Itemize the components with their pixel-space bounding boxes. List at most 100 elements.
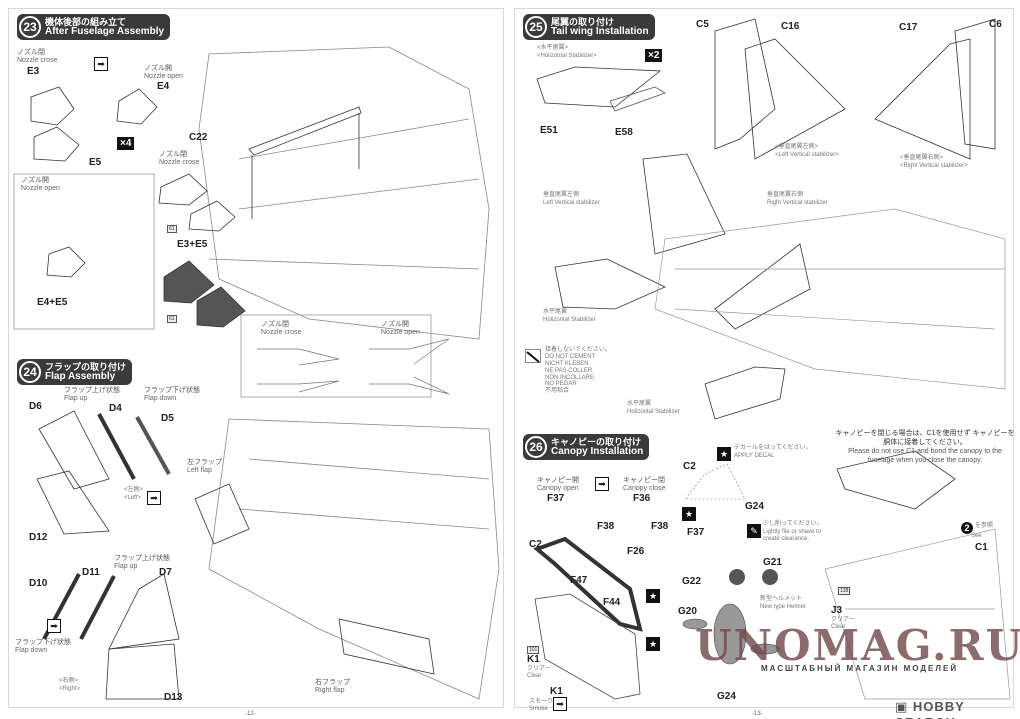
horizontal-stab-header-jp: <水平尾翼> bbox=[537, 45, 569, 51]
mirror-arrow-icon-5: ➡ bbox=[553, 697, 567, 711]
horizontal-stab-label-en: Holizontal Stabilizer bbox=[543, 317, 596, 323]
step-24-number: 24 bbox=[19, 361, 41, 383]
step-24-title-jp: フラップの取り付け bbox=[45, 361, 127, 372]
horizontal-stab-label-en-2: Holizontal Stabilizer bbox=[627, 409, 680, 415]
step-23-title-jp: 機体後部の組み立て bbox=[45, 16, 127, 27]
warning-line-es: NO PEGAR bbox=[545, 381, 577, 388]
nozzle-close-label-jp: ノズル閉 bbox=[17, 49, 45, 56]
mirror-arrow-icon-2: ➡ bbox=[147, 491, 161, 505]
part-f36: F36 bbox=[633, 493, 651, 504]
smoke-label-en: Smoke bbox=[529, 706, 548, 712]
part-e3: E3 bbox=[27, 66, 40, 77]
multiplier-badge-x2: ×2 bbox=[645, 49, 663, 62]
nozzle-open-label-jp: ノズル開 bbox=[144, 65, 172, 72]
horizontal-stab-header-en: <Holizontal Stabilizer> bbox=[537, 53, 597, 59]
part-e5: E5 bbox=[89, 157, 102, 168]
part-e3-e5: E3+E5 bbox=[177, 239, 208, 250]
part-d7: D7 bbox=[159, 567, 172, 578]
part-c17: C17 bbox=[899, 22, 918, 33]
part-d6: D6 bbox=[29, 401, 42, 412]
right-vertical-stab-header-jp: <垂直尾翼右側> bbox=[900, 155, 944, 161]
part-k1-smoke: K1 bbox=[550, 686, 563, 697]
part-g24: G24 bbox=[745, 501, 764, 512]
part-c22: C22 bbox=[189, 132, 208, 143]
warning-line-jp: 接着しないでください。 bbox=[545, 347, 611, 353]
inset-close-en: Nozzle crose bbox=[261, 329, 302, 336]
canopy-open-label-en: Canopy open bbox=[537, 485, 579, 492]
part-g20: G20 bbox=[678, 606, 697, 617]
apply-decal-star-icon-4: ★ bbox=[646, 637, 660, 651]
part-f37: F37 bbox=[547, 493, 565, 504]
canopy-close-note: キャノピーを閉じる場合は、C1を使用せず キャノピーを胴体に接着してください。 … bbox=[835, 429, 1015, 465]
part-j3: J3 bbox=[831, 605, 843, 616]
flap-down-label-en: Flap down bbox=[144, 395, 177, 402]
see-step-jp: を参照 bbox=[975, 523, 994, 529]
part-g22: G22 bbox=[682, 576, 701, 587]
fuselage-line-drawing bbox=[13, 46, 500, 700]
warning-line-it: NON INCOLLARE bbox=[545, 374, 595, 381]
watermark-subtitle: МАСШТАБНЫЙ МАГАЗИН МОДЕЛЕЙ bbox=[761, 664, 959, 673]
warning-line-de: NICHT KLEBEN bbox=[545, 360, 589, 367]
inset-open-en: Nozzle open bbox=[381, 329, 420, 336]
part-d11: D11 bbox=[82, 567, 100, 578]
nozzle-close-label-en-2: Nozzle crose bbox=[159, 159, 200, 166]
clear-label-jp: クリアー bbox=[527, 666, 551, 672]
flap-up-label-jp-2: フラップ上げ状態 bbox=[114, 555, 170, 562]
part-c2-decal: C2 bbox=[683, 461, 696, 472]
step-23-header: 23 機体後部の組み立て After Fuselage Assembly bbox=[17, 14, 171, 40]
hobby-search-brand: ▣ HOBBY SEARCH bbox=[895, 699, 1013, 719]
right-flap-label-en: Right flap bbox=[315, 687, 345, 694]
new-helmet-en: New type Helmet bbox=[760, 604, 806, 610]
do-not-cement-icon bbox=[525, 349, 541, 363]
right-vertical-stab-label-jp: 垂直尾翼右側 bbox=[767, 192, 804, 198]
hobby-search-text: HOBBY SEARCH bbox=[895, 699, 965, 719]
step-26-header: 26 キャノピーの取り付け Canopy Installation bbox=[523, 434, 650, 460]
instruction-page-right: 25 尾翼の取り付け Tail wing Installation <水平尾翼>… bbox=[514, 8, 1020, 719]
part-f37-b: F37 bbox=[687, 527, 705, 538]
part-c16: C16 bbox=[781, 21, 800, 32]
flap-up-label-jp: フラップ上げ状態 bbox=[64, 387, 120, 394]
paint-code-61: 61 bbox=[167, 225, 177, 233]
left-vertical-stab-header-jp: <垂直尾翼左側> bbox=[775, 144, 819, 150]
left-side-jp: <左側> bbox=[124, 487, 144, 493]
left-vertical-stab-label-en: Left Vertical stabilizer bbox=[543, 200, 600, 206]
right-vertical-stab-header-en: <Right Vertical stabilizer> bbox=[900, 163, 968, 169]
part-c5: C5 bbox=[696, 19, 709, 30]
step-23-title-en: After Fuselage Assembly bbox=[45, 25, 165, 37]
step-24-title-en: Flap Assembly bbox=[45, 370, 116, 382]
canopy-note-jp: キャノピーを閉じる場合は、C1を使用せず キャノピーを胴体に接着してください。 bbox=[835, 430, 1015, 447]
nozzle-close-label-en: Nozzle crose bbox=[17, 57, 58, 64]
canopy-close-label-jp: キャノピー閉 bbox=[623, 477, 665, 484]
left-flap-label-en: Left flap bbox=[187, 467, 212, 474]
apply-decal-jp: デカールをはってください。 bbox=[734, 445, 812, 451]
flap-up-label-en-2: Flap up bbox=[114, 563, 138, 570]
clear-label-en-2: Clear bbox=[831, 624, 846, 630]
nozzle-open-label-en: Nozzle open bbox=[144, 73, 183, 80]
part-f44: F44 bbox=[603, 597, 621, 608]
left-vertical-stab-label-jp: 垂直尾翼左側 bbox=[543, 192, 580, 198]
mirror-arrow-icon: ➡ bbox=[94, 57, 108, 71]
part-c6: C6 bbox=[989, 19, 1002, 30]
part-c1: C1 bbox=[975, 542, 988, 553]
see-step-badge: 2 bbox=[961, 522, 973, 534]
part-e4: E4 bbox=[157, 81, 170, 92]
warning-line-fr: NE PAS COLLER bbox=[545, 367, 593, 374]
step-24-header: 24 フラップの取り付け Flap Assembly bbox=[17, 359, 133, 385]
instruction-page-left: 23 機体後部の組み立て After Fuselage Assembly ノズル… bbox=[8, 8, 504, 708]
left-side-en: <Left> bbox=[124, 495, 142, 501]
flap-down-label-jp: フラップ下げ状態 bbox=[144, 387, 200, 394]
canopy-close-label-en: Canopy close bbox=[623, 485, 666, 492]
part-e58: E58 bbox=[615, 127, 633, 138]
part-e4-e5: E4+E5 bbox=[37, 297, 68, 308]
canopy-open-label-jp: キャノピー開 bbox=[537, 477, 579, 484]
apply-decal-star-icon-2: ★ bbox=[682, 507, 696, 521]
right-flap-label-jp: 右フラップ bbox=[315, 679, 350, 686]
step-26-title-jp: キャノピーの取り付け bbox=[551, 436, 642, 447]
file-note-en: Lightly file or shave to create clearanc… bbox=[763, 529, 822, 542]
part-g21: G21 bbox=[763, 557, 782, 568]
mirror-arrow-icon-3: ➡ bbox=[47, 619, 61, 633]
step-25-title-jp: 尾翼の取り付け bbox=[551, 16, 615, 27]
tail-canopy-line-drawing bbox=[533, 18, 1011, 700]
new-helmet-jp: 新型ヘルメット bbox=[760, 596, 803, 602]
hobby-search-logo-icon: ▣ bbox=[895, 699, 913, 714]
